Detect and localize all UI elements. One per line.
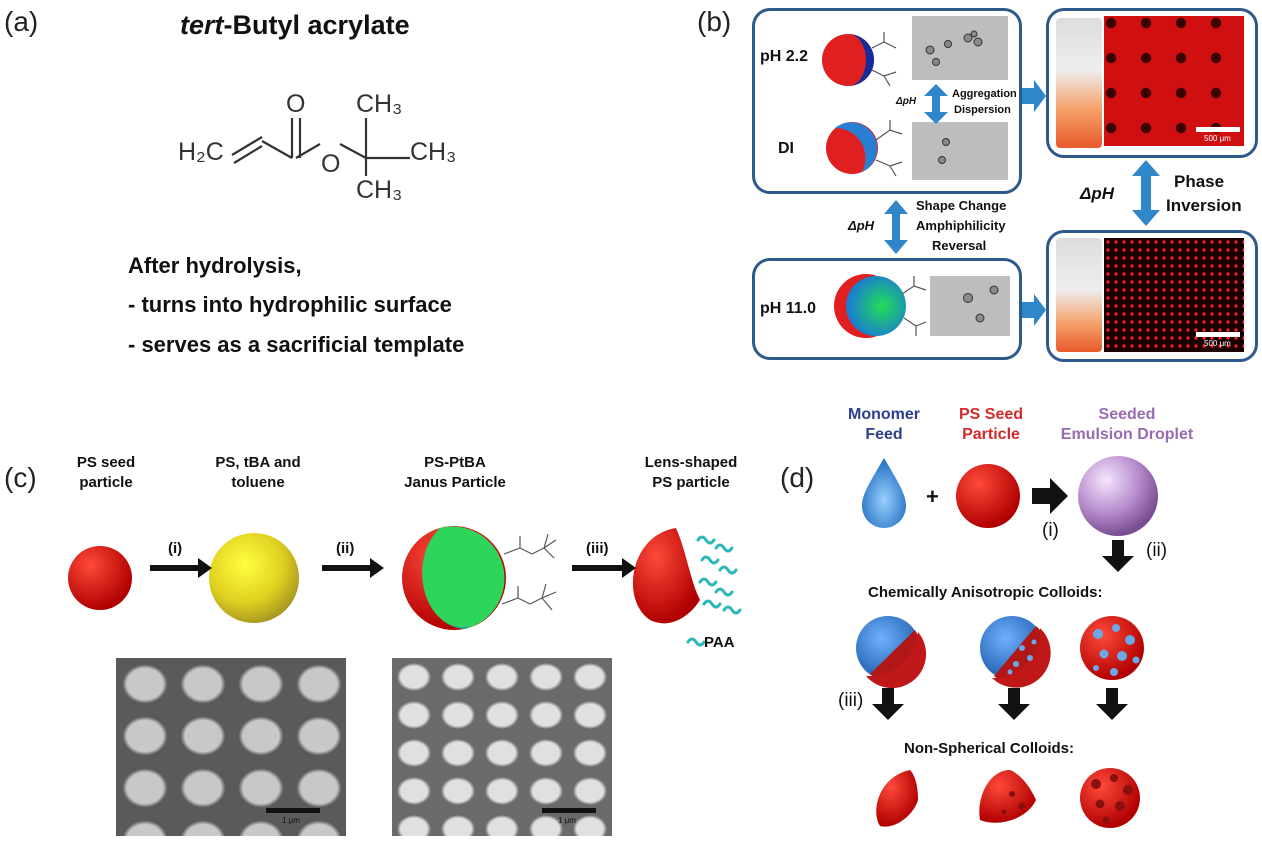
scale-bar-bottom <box>1196 332 1240 337</box>
label-di: DI <box>778 140 794 157</box>
sem-scale-bar-right <box>542 808 596 813</box>
label-phase: Phase <box>1174 172 1225 191</box>
d-chem-aniso: Chemically Anisotropic Colloids: <box>868 584 1103 601</box>
title-rest: -Butyl acrylate <box>223 10 410 40</box>
d-seed-l2: Particle <box>962 426 1020 443</box>
label-shape-change: Shape Change <box>916 198 1007 213</box>
title-italic: tert <box>180 10 224 40</box>
c-step3-l1: PS-PtBA <box>424 454 486 471</box>
panel-b-label: (b) <box>697 6 732 37</box>
micrograph-di <box>912 122 1008 180</box>
d-plus: + <box>926 484 939 509</box>
scale-label-top: 500 μm <box>1204 134 1231 143</box>
label-aggregation: Aggregation <box>952 88 1017 100</box>
c-step4-l2: PS particle <box>652 474 730 491</box>
d-non-spherical: Non-Spherical Colloids: <box>904 740 1075 757</box>
chem-ch3-top: CH₃ <box>356 90 403 118</box>
panel-a-label: (a) <box>4 6 39 37</box>
chem-o-top: O <box>286 90 306 118</box>
micrograph-ph-low <box>912 16 1008 80</box>
panel-a-title: tert-Butyl acrylate <box>180 10 410 41</box>
sem-scale-bar-left <box>266 808 320 813</box>
label-dph-1: ΔpH <box>896 96 917 107</box>
d-monomer-l2: Feed <box>865 426 903 443</box>
label-dispersion: Dispersion <box>954 104 1011 116</box>
c-paa-label: PAA <box>704 634 735 651</box>
c-step3-l2: Janus Particle <box>404 474 506 491</box>
chem-ch3-bottom: CH₃ <box>356 176 403 204</box>
d-step-ii: (ii) <box>1146 540 1168 561</box>
c-arrow2-label: (ii) <box>336 540 355 557</box>
d-emul-l2: Emulsion Droplet <box>1060 426 1194 443</box>
label-amphiphilicity: Amphiphilicity <box>916 218 1006 233</box>
label-ph-low: pH 2.2 <box>760 48 809 65</box>
label-dph-2: ΔpH <box>848 218 875 233</box>
vial-bottom <box>1056 238 1102 352</box>
c-step1-l1: PS seed <box>76 454 136 471</box>
label-dph-3: ΔpH <box>1080 184 1115 203</box>
c-step4-l1: Lens-shaped <box>644 454 738 471</box>
panel-d-label: (d) <box>780 462 815 493</box>
sem-scale-label-left: 1 μm <box>282 816 300 825</box>
c-step1-l2: particle <box>79 474 133 491</box>
d-step-i: (i) <box>1042 520 1059 541</box>
label-reversal: Reversal <box>932 238 987 253</box>
c-step2-l1: PS, tBA and <box>215 454 301 471</box>
label-ph-high: pH 11.0 <box>760 300 817 317</box>
c-arrow3-label: (iii) <box>586 540 609 557</box>
note-1: After hydrolysis, <box>128 253 302 278</box>
d-step-iii: (iii) <box>838 690 864 711</box>
chem-ch3-right: CH₃ <box>410 138 457 166</box>
d-monomer-l1: Monomer <box>848 406 920 423</box>
sem-scale-label-right: 1 μm <box>558 816 576 825</box>
sem-image-right <box>392 658 612 836</box>
note-3: - serves as a sacrificial template <box>128 332 465 357</box>
d-seed-l1: PS Seed <box>958 406 1024 423</box>
c-step2-l2: toluene <box>231 474 285 491</box>
note-2: - turns into hydrophilic surface <box>128 292 452 317</box>
sem-image-left <box>116 658 346 836</box>
c-arrow1-label: (i) <box>168 540 183 557</box>
fluor-image-top <box>1104 16 1244 146</box>
scale-bar-top <box>1196 127 1240 132</box>
chem-o-mid: O <box>321 150 341 178</box>
d-emul-l1: Seeded <box>1098 406 1156 423</box>
scale-label-bottom: 500 μm <box>1204 339 1231 348</box>
label-inversion: Inversion <box>1166 196 1242 215</box>
micrograph-ph-high <box>930 276 1010 336</box>
chem-h2c: H₂C <box>178 138 224 166</box>
vial-top <box>1056 18 1102 148</box>
panel-c-label: (c) <box>4 462 37 493</box>
